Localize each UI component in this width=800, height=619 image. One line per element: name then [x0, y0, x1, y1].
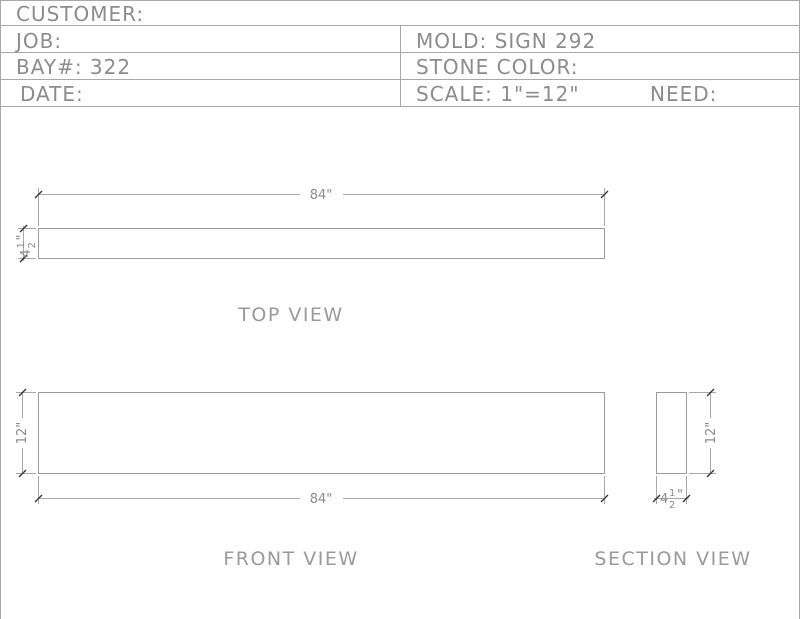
section-view-height-dimension: 12"	[689, 388, 719, 478]
top-view-outline	[38, 228, 605, 259]
front-view-title: FRONT VIEW	[223, 548, 358, 570]
front-view-height-label: 12"	[15, 422, 30, 445]
front-view-height-dimension: 12"	[15, 388, 36, 478]
section-view-width-dimension: 4 1 2 "	[652, 476, 691, 511]
depth-inch-mark: "	[15, 235, 30, 241]
dimension-tick	[18, 388, 27, 397]
depth-denominator: 2	[27, 242, 38, 248]
front-view-length-dimension: 84"	[34, 476, 609, 507]
dimension-tick	[706, 469, 715, 478]
bay-label: BAY#: 322	[16, 55, 131, 79]
date-label: DATE:	[20, 82, 84, 106]
width-denominator: 2	[669, 500, 675, 511]
dimension-tick	[600, 494, 609, 503]
front-view-outline	[38, 392, 605, 474]
scale-label: SCALE: 1"=12"	[416, 82, 580, 106]
dimension-tick	[652, 494, 661, 503]
top-view: 84" 4 1 2 " TOP VIEW	[15, 188, 609, 326]
dimension-tick	[682, 494, 691, 503]
job-label: JOB:	[14, 29, 62, 53]
dimension-tick	[706, 388, 715, 397]
dimension-tick	[19, 254, 28, 263]
top-view-length-dimension: 84"	[34, 188, 609, 226]
depth-whole: 4	[19, 249, 34, 257]
front-view: 12" 84" FRONT VIEW	[15, 388, 609, 570]
dimension-tick	[18, 469, 27, 478]
front-view-length-label: 84"	[310, 492, 333, 507]
width-numerator: 1	[669, 488, 675, 499]
section-view-title: SECTION VIEW	[594, 548, 751, 570]
top-view-length-label: 84"	[310, 188, 333, 203]
section-view-height-label: 12"	[704, 422, 719, 445]
stone-color-label: STONE COLOR:	[416, 55, 579, 79]
dimension-tick	[19, 224, 28, 233]
section-view-width-label: 4 1 2 "	[660, 488, 683, 511]
dimension-tick	[600, 190, 609, 199]
section-view: 12" 4 1 2 " SECTION VIEW	[594, 388, 751, 570]
width-whole: 4	[660, 492, 668, 507]
dimension-tick	[34, 190, 43, 199]
dimension-tick	[34, 494, 43, 503]
top-view-depth-dimension: 4 1 2 "	[15, 224, 38, 263]
width-inch-mark: "	[677, 488, 683, 503]
top-view-title: TOP VIEW	[237, 304, 343, 326]
top-view-depth-label: 4 1 2 "	[15, 235, 38, 258]
need-label: NEED:	[650, 82, 717, 106]
mold-label: MOLD: SIGN 292	[416, 29, 596, 53]
section-view-outline	[656, 392, 687, 474]
depth-numerator: 1	[16, 242, 27, 248]
customer-label: CUSTOMER:	[16, 2, 144, 26]
